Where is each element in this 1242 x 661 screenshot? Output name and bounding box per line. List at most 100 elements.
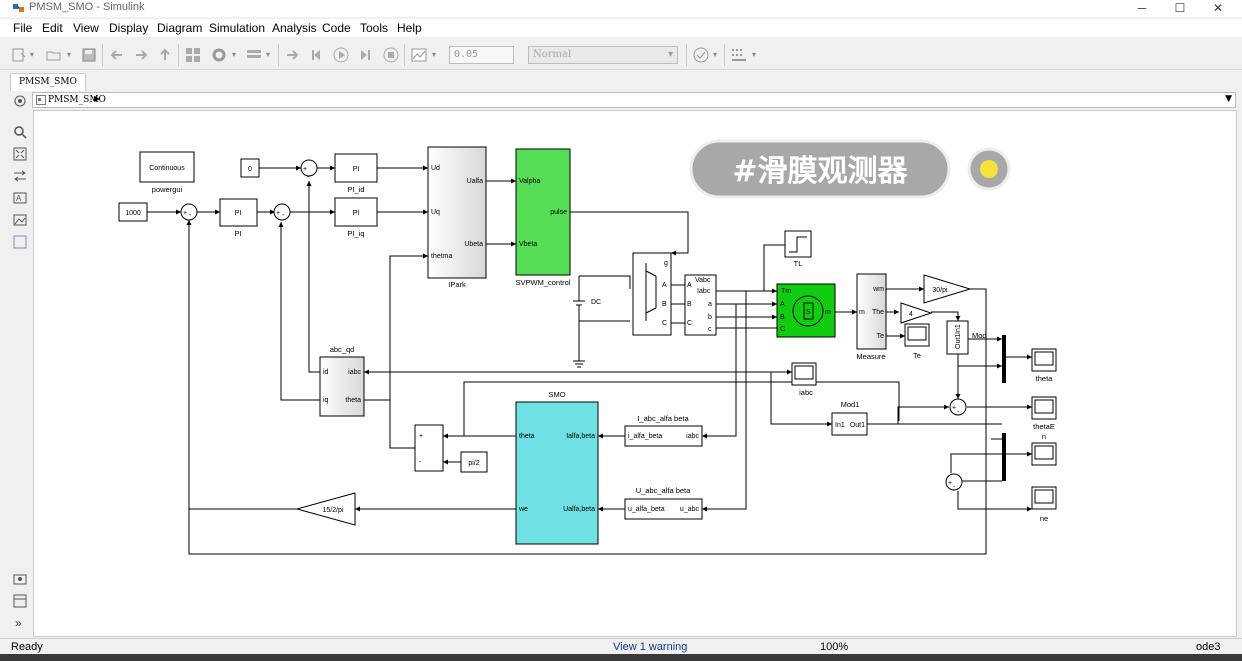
scope-theta-block[interactable]: theta [1031, 348, 1057, 383]
vi-measurement-block[interactable]: Vabc Iabc A B C a b c [684, 274, 717, 336]
inverter-bridge-block[interactable]: g A B C [632, 252, 672, 336]
tab-pmsm-smo[interactable]: PMSM_SMO [10, 73, 86, 91]
powergui-block[interactable]: Continuous powergui [139, 151, 195, 194]
arrows-icon[interactable] [13, 169, 27, 183]
constant-pi-over-2-block[interactable]: pi/2 [460, 451, 488, 473]
fit-to-view-icon[interactable] [13, 147, 27, 161]
svpwm-control-block[interactable]: Valpha Vbeta pulse SVPWM_control [515, 148, 571, 287]
sum-block-id[interactable]: +- [300, 159, 318, 181]
menu-edit[interactable]: Edit [42, 21, 63, 35]
pi-speed-block[interactable]: PI PI [219, 198, 258, 238]
gain-30-over-pi-block[interactable]: 30/pi [923, 274, 972, 304]
step-back-icon[interactable] [284, 46, 302, 64]
dc-source-block[interactable]: DC [573, 299, 601, 368]
load-torque-name: TL [794, 259, 803, 268]
step-forward-icon[interactable] [356, 46, 374, 64]
sum-block-theta-error[interactable]: +- [949, 398, 967, 416]
speed-reference-value: 1000 [125, 210, 141, 217]
forward-arrow-icon[interactable] [132, 46, 150, 64]
menu-view[interactable]: View [73, 21, 99, 35]
scope-iabc-block[interactable]: iabc [791, 362, 817, 397]
scope-speed-block[interactable] [1031, 442, 1057, 466]
chevron-down-icon[interactable]: ▾ [713, 50, 718, 59]
menu-file[interactable]: File [13, 21, 33, 35]
scope-ne-block[interactable]: ne [1031, 486, 1057, 523]
chevron-down-icon[interactable]: ▾ [30, 50, 35, 59]
menu-code[interactable]: Code [322, 21, 351, 35]
up-arrow-icon[interactable] [156, 46, 174, 64]
image-icon[interactable] [13, 213, 27, 227]
hide-browser-icon[interactable] [14, 95, 26, 107]
status-warning-link[interactable]: View 1 warning [613, 641, 688, 653]
ipark-port-uq: Uq [431, 209, 440, 216]
maximize-button[interactable]: ☐ [1174, 1, 1186, 15]
menu-help[interactable]: Help [397, 21, 422, 35]
mod1-block[interactable]: In1 Out1 Mod1 [831, 400, 868, 436]
i-abc-name: I_abc_alfa beta [637, 414, 689, 423]
mux-bar-ne[interactable] [1002, 433, 1006, 481]
save-icon[interactable] [80, 46, 98, 64]
minimize-button[interactable]: ─ [1137, 1, 1147, 15]
smo-observer-block[interactable]: theta we Ialfa,beta Ualfa,beta SMO [515, 390, 599, 545]
sum-block-speed[interactable]: +- [180, 203, 198, 221]
back-arrow-icon[interactable] [108, 46, 126, 64]
menu-simulation[interactable]: Simulation [209, 21, 266, 35]
u-abc-alfa-beta-block[interactable]: u_alfa_beta u_abc U_abc_alfa beta [624, 486, 703, 520]
open-folder-icon[interactable] [45, 46, 63, 64]
zoom-icon[interactable] [13, 125, 27, 139]
area-icon[interactable] [13, 235, 27, 249]
stop-icon[interactable] [382, 46, 400, 64]
mux-bar-theta[interactable] [1002, 335, 1006, 383]
close-button[interactable]: ✕ [1212, 1, 1224, 15]
chevron-down-icon[interactable]: ▾ [67, 50, 72, 59]
i-abc-alfa-beta-block[interactable]: i_alfa_beta iabc I_abc_alfa beta [624, 414, 703, 447]
chevron-down-icon[interactable]: ▼ [1225, 94, 1232, 104]
sum-block-iq[interactable]: +- [273, 203, 291, 221]
check-icon[interactable] [692, 46, 710, 64]
inverter-port-c: C [662, 320, 667, 327]
step-back-icon[interactable] [308, 46, 326, 64]
gain-pole-pairs-block[interactable]: 4 [900, 302, 933, 324]
pi-iq-block[interactable]: PI PI_iq [334, 197, 378, 238]
chevron-down-icon[interactable]: ▾ [266, 50, 271, 59]
screenshot-icon[interactable] [13, 572, 27, 586]
new-model-icon[interactable] [10, 46, 28, 64]
pmsm-motor-block[interactable]: Tm A B C S m [776, 283, 836, 338]
mod-block[interactable]: Out1 In1 Mod [946, 320, 987, 355]
gain-15-2-pi-block[interactable]: 15/2/pi [295, 492, 356, 526]
expand-panel-icon[interactable]: » [15, 616, 22, 630]
library-browser-icon[interactable] [184, 46, 202, 64]
model-browser-icon[interactable] [13, 594, 27, 608]
data-inspector-icon[interactable] [410, 46, 428, 64]
grid-icon[interactable] [730, 46, 748, 64]
scope-te-block[interactable]: Te [904, 323, 930, 360]
speed-reference-block[interactable]: 1000 [118, 202, 148, 222]
load-torque-step-block[interactable]: TL [784, 230, 812, 268]
simulation-mode-select[interactable]: Normal ▾ [528, 46, 678, 64]
sum-block-offset[interactable]: + - [414, 424, 444, 472]
ipark-block[interactable]: Ud Uq thetma Ualfa Ubeta IPark [427, 146, 487, 289]
chevron-down-icon[interactable]: ▾ [432, 50, 437, 59]
run-icon[interactable] [332, 46, 350, 64]
gear-icon[interactable] [210, 46, 228, 64]
measure-demux-block[interactable]: m wm The Te Measure [856, 273, 887, 361]
menu-analysis[interactable]: Analysis [272, 21, 317, 35]
menu-tools[interactable]: Tools [360, 21, 389, 35]
pi-id-block[interactable]: PI PI_id [334, 153, 378, 194]
scope-theta-error-block[interactable]: thetaE n [1031, 396, 1057, 441]
diagram-canvas[interactable]: Continuous powergui 0 1000 +- +- +- PI P… [33, 110, 1237, 637]
stop-time-input[interactable]: 0.05 [449, 46, 514, 64]
model-explorer-icon[interactable] [245, 46, 263, 64]
annotation-icon[interactable]: A [13, 191, 27, 205]
address-bar[interactable]: PMSM_SMO ▶ ▼ [32, 92, 1236, 108]
menu-diagram[interactable]: Diagram [157, 21, 203, 35]
chevron-down-icon[interactable]: ▾ [752, 50, 757, 59]
abc-qd-block[interactable]: id iq iabc theta abc_qd [319, 345, 365, 417]
chevron-down-icon[interactable]: ▾ [232, 50, 237, 59]
breadcrumb-model[interactable]: PMSM_SMO [48, 95, 106, 105]
measure-port-te: Te [877, 333, 885, 340]
sum-block-speed-error[interactable]: +- [945, 473, 963, 491]
menu-display[interactable]: Display [109, 21, 149, 35]
constant-zero-block[interactable]: 0 [240, 158, 260, 178]
overlay-dot [967, 147, 1011, 191]
